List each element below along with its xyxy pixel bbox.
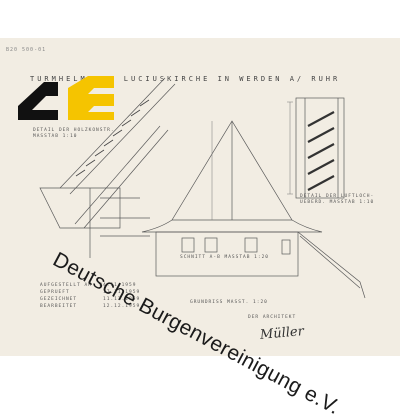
- section-label: SCHNITT A-B MASSTAB 1:20: [180, 255, 270, 260]
- tower-body: [155, 231, 299, 277]
- logo-yellow-mark: [68, 76, 114, 120]
- approval-ledger: AUFGESTELLT AM 24.11.1959 GEPRUEFT 17.11…: [40, 283, 141, 309]
- louver-detail: [295, 97, 345, 199]
- ground-plan-label: GRUNDRISS MASST. 1:20: [190, 300, 268, 305]
- rafter-detail: [59, 77, 166, 189]
- tower-spire-drawing: [39, 77, 366, 299]
- architectural-drawing-sheet: B20 500-01 TURMHELM DER LUCIUSKIRCHE IN …: [0, 38, 400, 356]
- drawing-title: TURMHELM DER LUCIUSKIRCHE IN WERDEN A/ R…: [30, 75, 341, 83]
- detail-left-label: DETAIL DER HOLZKONSTR. MASSTAB 1:10: [33, 128, 115, 139]
- sheet-reference: B20 500-01: [6, 47, 47, 53]
- burgenvereinigung-logo: [18, 76, 114, 120]
- architect-label: DER ARCHITEKT: [248, 315, 297, 320]
- detail-right-label: DETAIL DER LUFTLOCH- UEBERD. MASSTAB 1:1…: [300, 194, 375, 205]
- spire-eaves: [141, 219, 323, 233]
- logo-dark-mark: [18, 82, 58, 120]
